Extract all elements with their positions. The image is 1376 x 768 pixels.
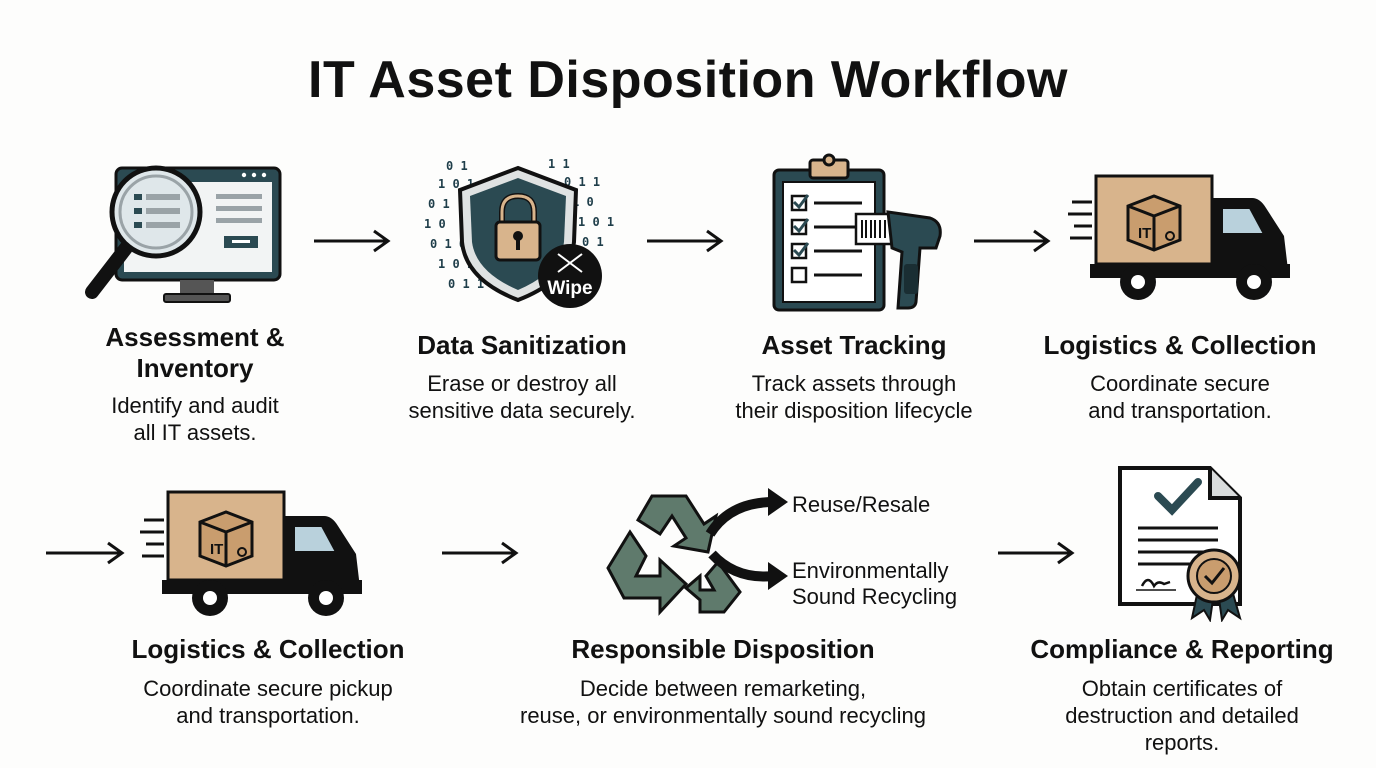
branch-reuse-label: Reuse/Resale bbox=[792, 492, 931, 517]
step-disposition-title: Responsible Disposition bbox=[571, 634, 875, 664]
step-logistics-bottom-title: Logistics & Collection bbox=[131, 634, 405, 664]
flow-arrow-6 bbox=[998, 541, 1075, 565]
box-label: IT bbox=[210, 541, 223, 558]
step-assessment-title: Assessment &Inventory bbox=[105, 322, 285, 383]
page-title: IT Asset Disposition Workflow bbox=[308, 51, 1068, 109]
binary-digits: 0 11 0 10 1 1 00 1 01 0 1 0 1 11 10 1 1 … bbox=[424, 157, 614, 291]
wipe-badge: Wipe bbox=[547, 278, 593, 299]
svg-text:0 1 1: 0 1 1 bbox=[564, 175, 600, 189]
svg-text:0 1 1: 0 1 1 bbox=[448, 277, 484, 291]
box-label: IT bbox=[1138, 225, 1151, 242]
clipboard-scanner-icon bbox=[772, 153, 942, 312]
step-logistics-top-title: Logistics & Collection bbox=[1043, 330, 1317, 360]
delivery-truck-icon: IT bbox=[140, 490, 362, 616]
flow-arrow-2 bbox=[647, 229, 724, 253]
svg-text:1 0: 1 0 bbox=[424, 217, 446, 231]
svg-text:0 1 0: 0 1 0 bbox=[430, 237, 466, 251]
svg-text:0 1: 0 1 bbox=[428, 197, 450, 211]
svg-text:1 0 1: 1 0 1 bbox=[578, 215, 614, 229]
flow-arrow-1 bbox=[314, 229, 391, 253]
svg-text:0 1: 0 1 bbox=[446, 159, 468, 173]
step-tracking-title: Asset Tracking bbox=[761, 330, 947, 360]
flow-arrow-4 bbox=[46, 541, 125, 565]
shield-lock-icon: 0 11 0 10 1 1 00 1 01 0 1 0 1 11 10 1 1 … bbox=[424, 157, 614, 308]
magnifier-computer-icon bbox=[85, 165, 282, 303]
flow-arrow-3 bbox=[974, 229, 1051, 253]
certificate-icon bbox=[1118, 466, 1242, 622]
delivery-truck-icon: IT bbox=[1068, 174, 1290, 300]
step-disposition-desc: Decide between remarketing,reuse, or env… bbox=[520, 676, 926, 728]
flow-arrow-5 bbox=[442, 541, 519, 565]
step-sanitization-title: Data Sanitization bbox=[417, 330, 627, 360]
recycle-icon bbox=[606, 488, 788, 616]
step-compliance-title: Compliance & Reporting bbox=[1030, 634, 1334, 664]
svg-text:1 1: 1 1 bbox=[548, 157, 570, 171]
svg-text:0 1: 0 1 bbox=[582, 235, 604, 249]
